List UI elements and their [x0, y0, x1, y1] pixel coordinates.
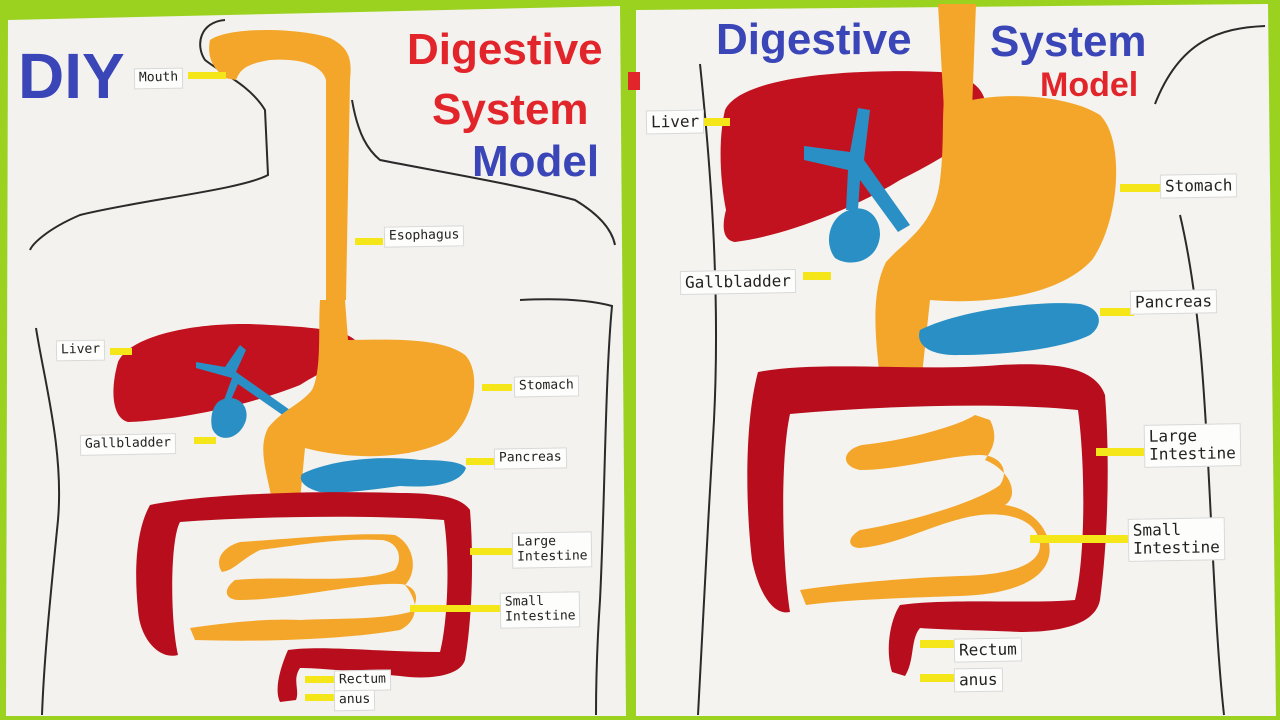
right-label-pancreas: Pancreas — [1130, 289, 1217, 315]
right-label-rectum: Rectum — [954, 637, 1022, 663]
right-label-small-intestine: Small Intestine — [1128, 517, 1225, 561]
title-diy: DIY — [18, 44, 125, 108]
left-label-large-intestine: Large Intestine — [512, 531, 593, 568]
left-title-digestive: Digestive — [407, 28, 603, 72]
right-title-digestive: Digestive — [716, 18, 912, 62]
red-mark — [628, 72, 640, 90]
left-label-gallbladder: Gallbladder — [80, 433, 176, 456]
right-esophagus — [938, 4, 976, 110]
left-label-pancreas: Pancreas — [494, 447, 567, 469]
left-label-small-intestine: Small Intestine — [500, 591, 581, 628]
right-label-large-intestine-line2: Intestine — [1149, 445, 1236, 465]
right-label-anus: anus — [954, 668, 1003, 693]
right-title-model: Model — [1040, 68, 1138, 102]
right-title-system: System — [990, 20, 1147, 64]
left-label-liver: Liver — [56, 340, 105, 362]
left-title-model: Model — [472, 140, 599, 184]
left-label-anus: anus — [334, 690, 376, 712]
left-label-large-intestine-line2: Intestine — [517, 549, 588, 565]
left-label-mouth: Mouth — [134, 68, 183, 90]
left-label-rectum: Rectum — [334, 670, 391, 692]
left-title-system: System — [432, 88, 589, 132]
right-label-large-intestine: Large Intestine — [1144, 423, 1241, 467]
left-label-esophagus: Esophagus — [384, 225, 465, 247]
right-label-small-intestine-line2: Intestine — [1133, 539, 1220, 559]
right-label-liver: Liver — [646, 109, 705, 134]
right-label-gallbladder: Gallbladder — [680, 269, 796, 295]
left-label-small-intestine-line2: Intestine — [505, 609, 576, 625]
left-label-stomach: Stomach — [514, 375, 579, 397]
right-label-stomach: Stomach — [1160, 173, 1238, 199]
